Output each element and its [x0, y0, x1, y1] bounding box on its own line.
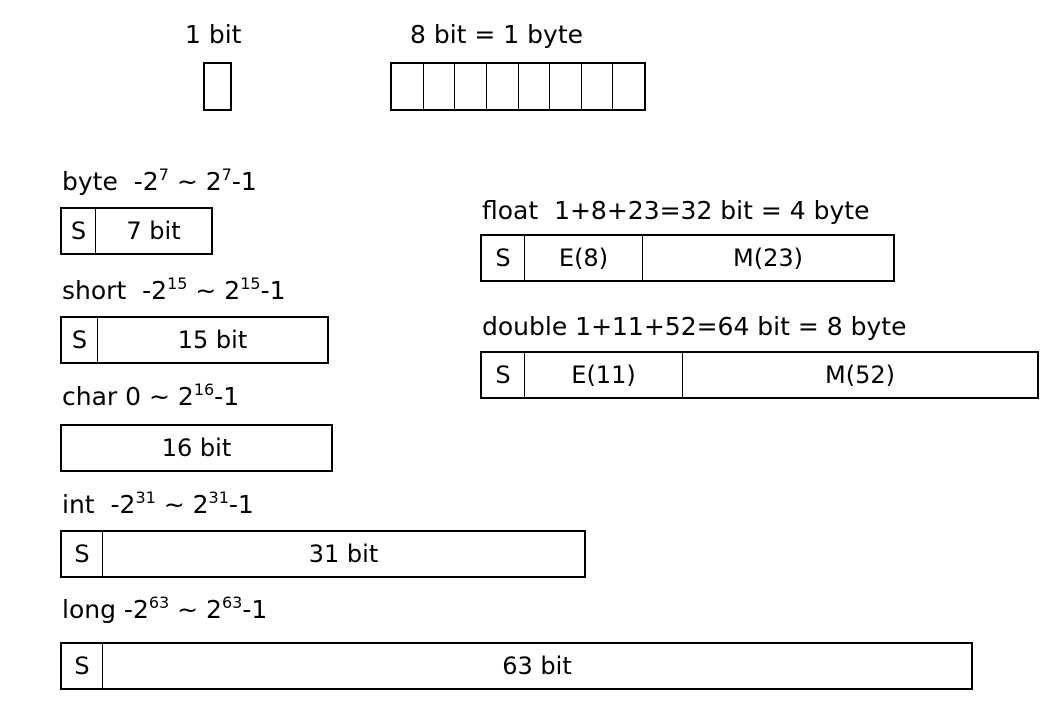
float-type-box: S E(8) M(23) — [480, 234, 895, 282]
short-type-box: S 15 bit — [60, 316, 329, 364]
double-formula: 1+11+52=64 bit = 8 byte — [575, 312, 907, 341]
byte-range-neg: -2 — [133, 167, 159, 196]
int-type-label: int -231 ~ 231-1 — [62, 490, 254, 520]
short-sign-cell: S — [71, 326, 88, 354]
bit-cell — [612, 64, 644, 109]
bit-cell — [517, 64, 550, 109]
double-exponent-cell: E(11) — [524, 353, 682, 397]
long-type-name: long — [62, 595, 116, 624]
byte-type-box: S 7 bit — [60, 207, 213, 255]
short-range-exp1: 15 — [167, 274, 188, 293]
byte-unit-label: 8 bit = 1 byte — [410, 20, 584, 49]
short-type-label: short -215 ~ 215-1 — [62, 276, 286, 306]
char-range-exp1: 16 — [193, 380, 215, 399]
byte-unit-box — [390, 62, 646, 111]
long-sign-cell: S — [74, 652, 90, 680]
float-exponent-cell: E(8) — [524, 236, 642, 280]
char-range-neg: 0 ~ 2 — [125, 382, 194, 411]
bit-cell — [392, 64, 423, 109]
char-type-name: char — [62, 382, 118, 411]
float-mantissa-cell: M(23) — [642, 236, 893, 280]
char-type-label: char 0 ~ 216-1 — [62, 382, 239, 412]
double-type-name: double — [482, 312, 568, 341]
bit-label: 1 bit — [185, 20, 242, 49]
int-range-tail: -1 — [228, 490, 254, 519]
bit-cell — [580, 64, 613, 109]
char-range-tail: -1 — [214, 382, 240, 411]
double-sign-cell: S — [495, 361, 511, 389]
byte-sign-cell: S — [70, 217, 87, 245]
double-mantissa-cell: M(52) — [682, 353, 1037, 397]
int-range-neg: -2 — [110, 490, 136, 519]
float-formula: 1+8+23=32 bit = 4 byte — [554, 196, 870, 225]
short-value-cell: 15 bit — [97, 318, 327, 362]
short-range-tail: -1 — [260, 276, 286, 305]
bit-cell — [422, 64, 455, 109]
byte-range-sep: ~ 2 — [168, 167, 222, 196]
float-type-name: float — [482, 196, 539, 225]
short-range-neg: -2 — [142, 276, 168, 305]
bit-cell — [485, 64, 518, 109]
long-range-tail: -1 — [242, 595, 268, 624]
byte-range-tail: -1 — [231, 167, 257, 196]
short-range-exp2: 15 — [240, 274, 261, 293]
long-type-label: long -263 ~ 263-1 — [62, 595, 267, 625]
int-value-cell: 31 bit — [102, 532, 584, 576]
long-range-exp2: 63 — [221, 593, 243, 612]
int-range-exp2: 31 — [208, 488, 229, 507]
long-range-sep: ~ 2 — [169, 595, 222, 624]
int-type-box: S 31 bit — [60, 530, 586, 578]
float-sign-cell: S — [495, 244, 511, 272]
double-type-label: double 1+11+52=64 bit = 8 byte — [482, 312, 906, 342]
byte-range-exp1: 7 — [158, 165, 169, 184]
long-type-box: S 63 bit — [60, 642, 973, 690]
long-range-exp1: 63 — [148, 593, 170, 612]
long-range-neg: -2 — [123, 595, 149, 624]
long-value-cell: 63 bit — [102, 644, 971, 688]
byte-type-name: byte — [62, 167, 118, 196]
float-type-label: float 1+8+23=32 bit = 4 byte — [482, 196, 869, 226]
byte-type-label: byte -27 ~ 27-1 — [62, 167, 257, 197]
bit-cell — [549, 64, 581, 109]
char-type-box: 16 bit — [60, 424, 333, 472]
bit-box — [203, 62, 232, 111]
int-type-name: int — [62, 490, 95, 519]
short-range-sep: ~ 2 — [187, 276, 241, 305]
int-sign-cell: S — [74, 540, 90, 568]
byte-value-cell: 7 bit — [95, 209, 211, 253]
short-type-name: short — [62, 276, 127, 305]
byte-range-exp2: 7 — [221, 165, 232, 184]
char-value-cell: 16 bit — [161, 434, 232, 462]
double-type-box: S E(11) M(52) — [480, 351, 1039, 399]
bit-cell — [454, 64, 486, 109]
int-range-sep: ~ 2 — [155, 490, 209, 519]
int-range-exp1: 31 — [135, 488, 156, 507]
